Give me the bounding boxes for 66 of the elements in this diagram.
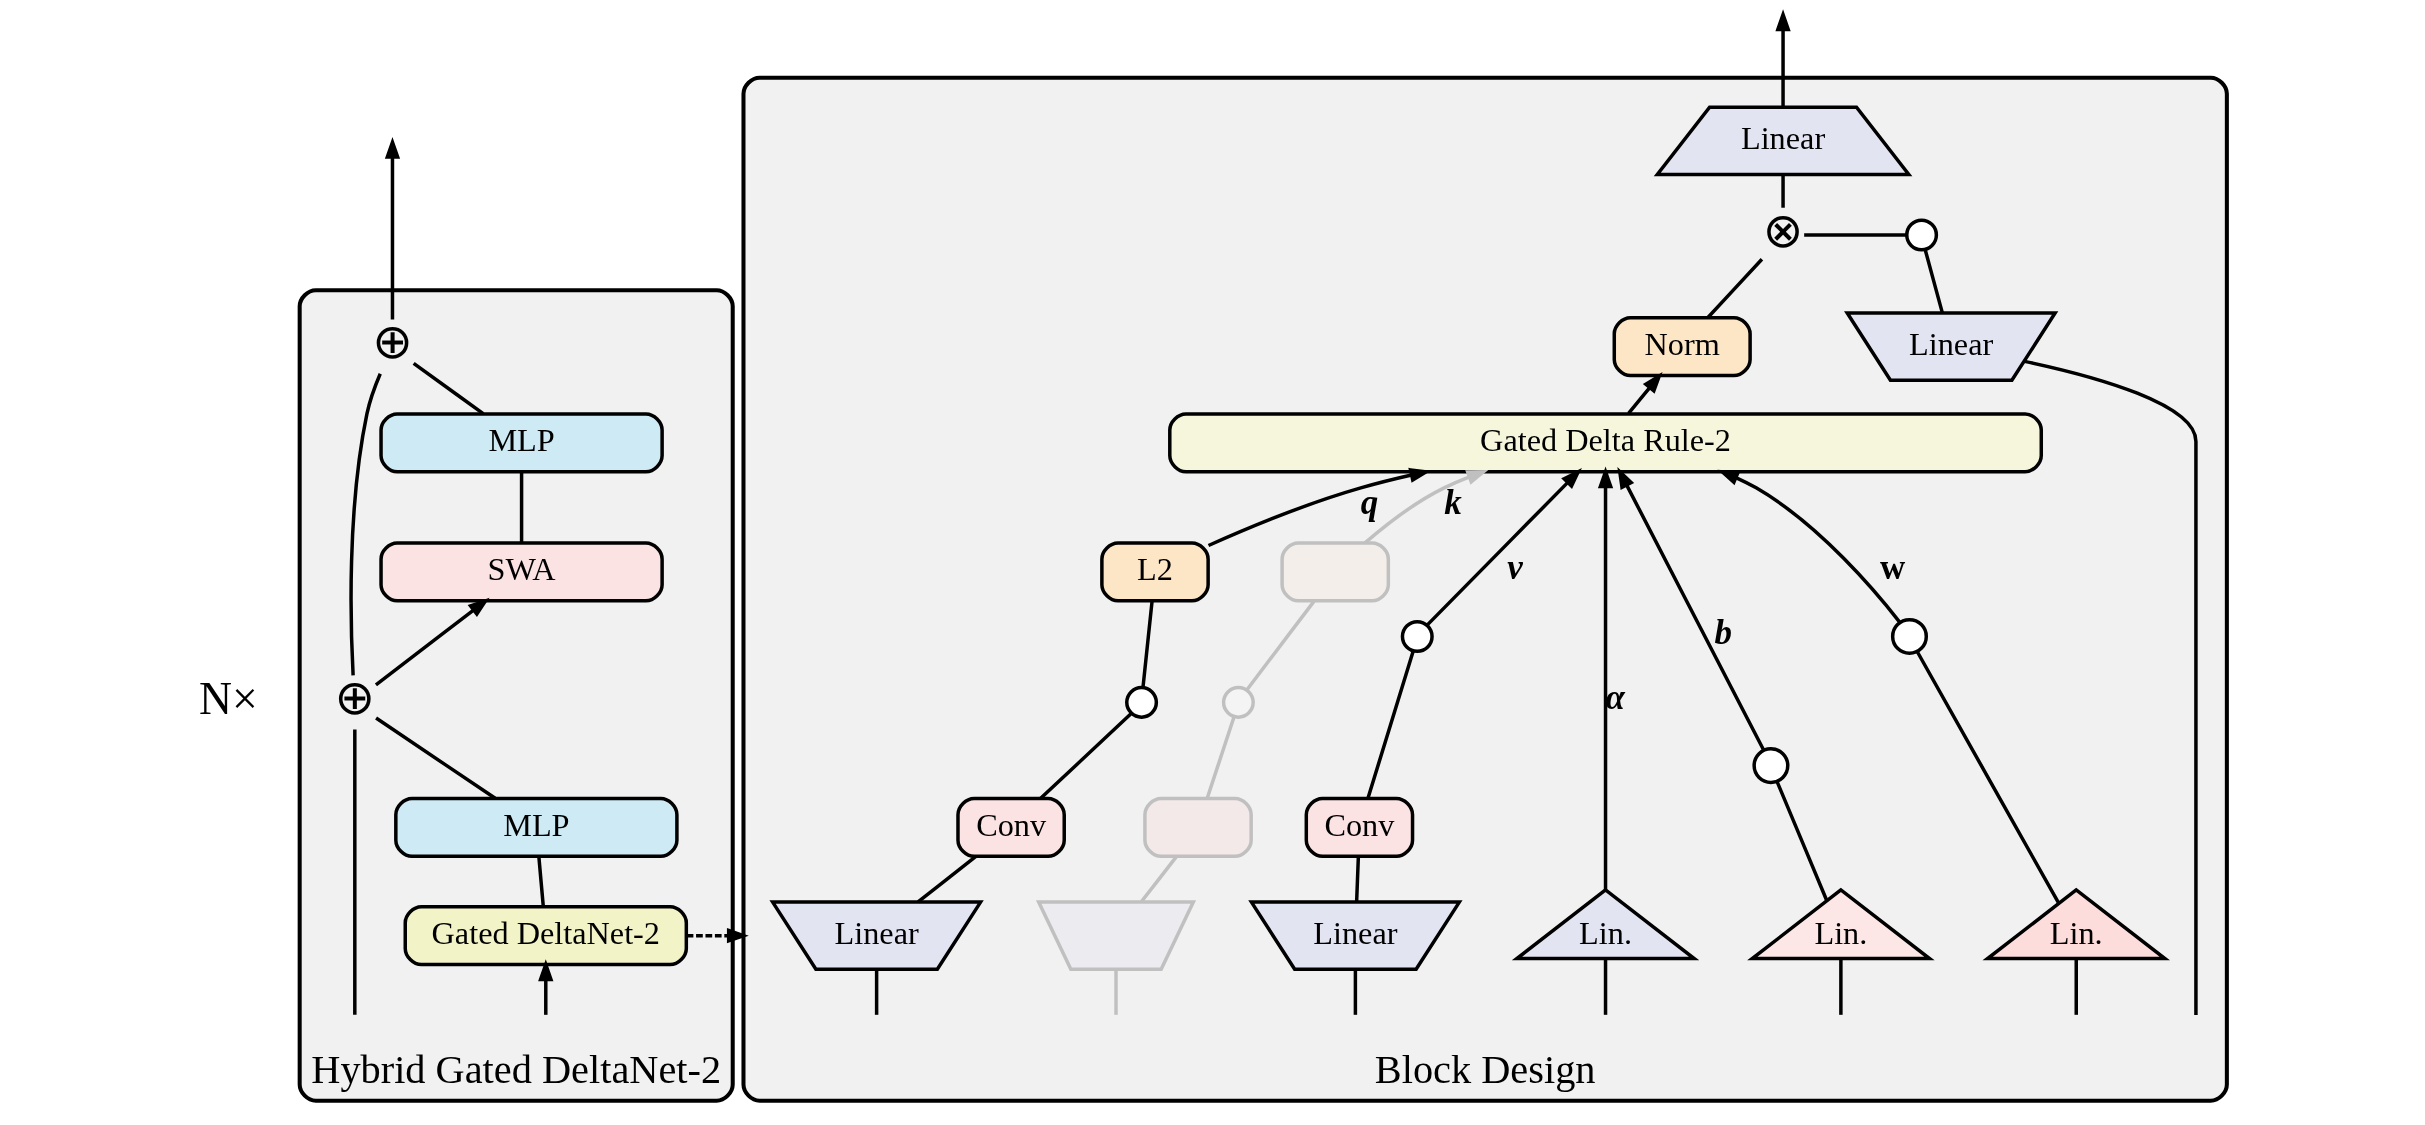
connector — [519, 472, 524, 543]
connector — [1366, 650, 1415, 799]
node-text: ⊗ — [1762, 201, 1804, 258]
connector — [1781, 175, 1785, 208]
node-box: Norm — [1612, 316, 1752, 378]
connector — [1353, 969, 1358, 1015]
node-label: N× — [198, 673, 258, 725]
edge-label: q — [1360, 483, 1379, 523]
arrow — [1363, 470, 1489, 545]
connector — [2024, 359, 2198, 1015]
connector — [1915, 650, 2061, 905]
node-circle — [1890, 617, 1929, 656]
node-box: SWA — [379, 541, 664, 603]
node-box — [1280, 541, 1391, 603]
connector — [349, 373, 382, 676]
node-box: MLP — [379, 412, 664, 474]
edge-label: b — [1714, 612, 1732, 652]
connector — [1354, 856, 1361, 902]
arrow — [384, 137, 401, 320]
node-circle — [1752, 747, 1790, 785]
arrow — [1597, 466, 1614, 890]
connector — [537, 856, 546, 907]
connector — [1603, 958, 1608, 1015]
connector — [874, 969, 879, 1015]
node-box: Conv — [956, 796, 1066, 859]
connector — [1114, 969, 1118, 1015]
edge-label: k — [1444, 483, 1462, 523]
connector — [1706, 258, 1764, 319]
arrow — [686, 928, 749, 944]
arrow — [1717, 469, 1902, 624]
connector — [1245, 600, 1316, 691]
node-trapezoid — [1035, 900, 1197, 972]
arrow — [1775, 9, 1791, 107]
connector — [1205, 716, 1236, 799]
node-text: ⊕ — [334, 669, 376, 726]
node-box — [1143, 796, 1253, 859]
edge-label: α — [1605, 678, 1625, 718]
connector — [1140, 855, 1178, 903]
node-circle — [1125, 685, 1159, 719]
arrow — [538, 959, 554, 1015]
node-circle — [1905, 218, 1939, 252]
connector — [1141, 600, 1154, 688]
edge-label: w — [1879, 548, 1906, 588]
node-box: MLP — [394, 796, 679, 859]
connector — [353, 729, 357, 1015]
node-box: Gated DeltaNet-2 — [403, 905, 689, 967]
connector — [375, 716, 497, 800]
arrow — [374, 597, 490, 687]
connector — [412, 361, 485, 416]
node-box: Conv — [1304, 796, 1415, 859]
connector — [1923, 249, 1944, 314]
connector — [1839, 958, 1843, 1015]
edge-label: v — [1507, 548, 1523, 588]
node-box: Gated Delta Rule-2 — [1168, 412, 2043, 474]
connector — [917, 855, 977, 904]
arrow — [1617, 467, 1766, 751]
node-circle — [1221, 685, 1255, 719]
node-circle — [1400, 619, 1434, 653]
node-box: L2 — [1100, 541, 1210, 603]
arrow — [1426, 468, 1582, 627]
node-text: ⊕ — [372, 313, 413, 370]
arrow — [1627, 371, 1663, 415]
connector — [1804, 233, 1907, 237]
connector — [1039, 712, 1133, 800]
connector — [1775, 780, 1829, 902]
connector — [2074, 958, 2078, 1015]
